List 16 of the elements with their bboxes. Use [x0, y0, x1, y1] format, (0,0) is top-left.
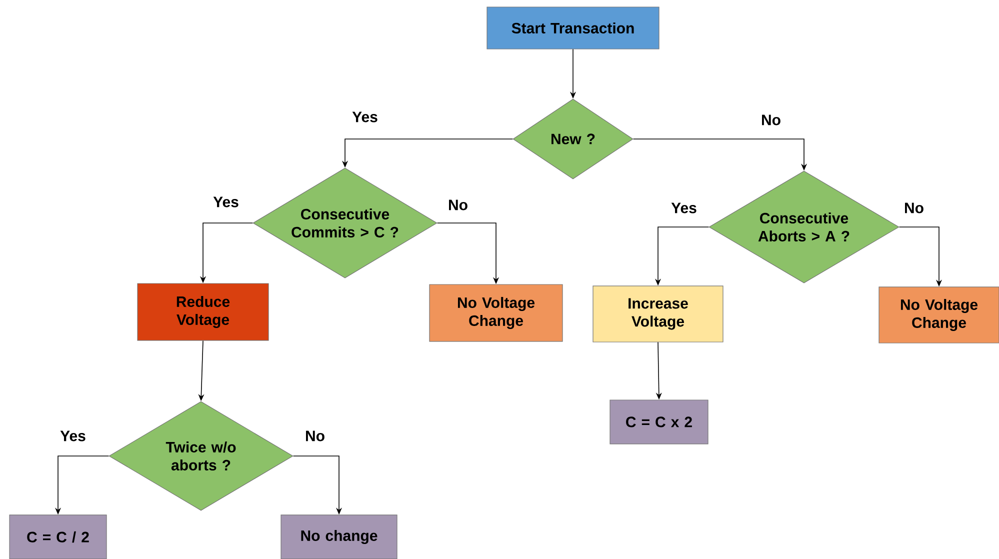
process-box: Reduce Voltage: [137, 283, 269, 341]
process-box: Increase Voltage: [592, 286, 724, 342]
edge-label: No: [304, 430, 326, 442]
process-box: C = C / 2: [9, 514, 107, 559]
edge-label: Yes: [670, 202, 698, 214]
process-box: No change: [280, 514, 398, 559]
edge-label: Yes: [212, 196, 240, 208]
edge-label: Yes: [59, 430, 87, 442]
edge-label: No: [903, 202, 925, 214]
edge-label: No: [760, 114, 782, 126]
process-box: Start Transaction: [486, 6, 660, 50]
process-box: No Voltage Change: [429, 284, 563, 342]
process-box: No Voltage Change: [878, 286, 999, 344]
process-box: C = C x 2: [610, 400, 708, 444]
edge-label: No: [447, 198, 469, 212]
edge-label: Yes: [351, 110, 379, 124]
